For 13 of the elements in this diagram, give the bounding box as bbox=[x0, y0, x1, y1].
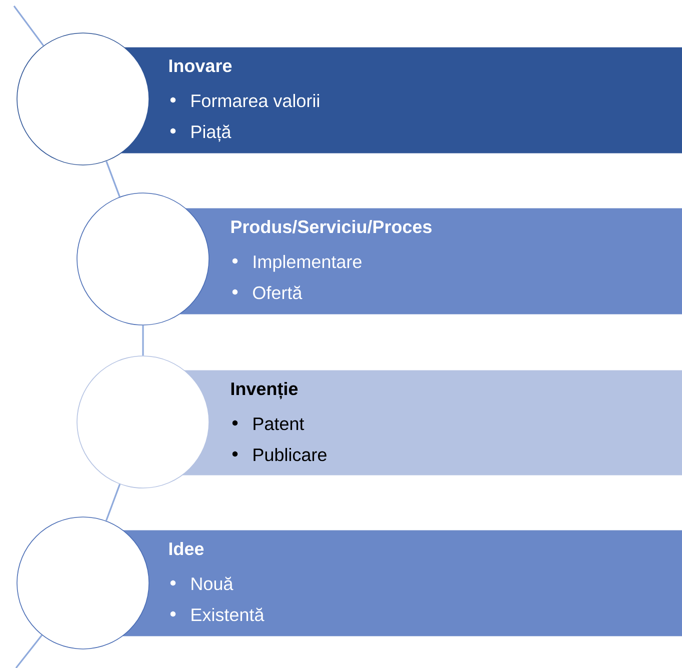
connector-line bbox=[105, 484, 121, 522]
band: Invenție Patent Publicare bbox=[180, 370, 682, 476]
band: Idee Nouă Existentă bbox=[120, 530, 682, 636]
band: Inovare Formarea valorii Piață bbox=[120, 47, 682, 154]
connector-line bbox=[13, 6, 44, 46]
circle bbox=[76, 192, 210, 326]
connector-line bbox=[15, 634, 43, 668]
connector-line bbox=[106, 160, 120, 198]
circle bbox=[76, 356, 210, 488]
band: Produs/Serviciu/Proces Implementare Ofertă bbox=[180, 208, 682, 314]
circle bbox=[16, 516, 150, 650]
connector-line bbox=[142, 325, 144, 356]
circle bbox=[16, 32, 150, 166]
